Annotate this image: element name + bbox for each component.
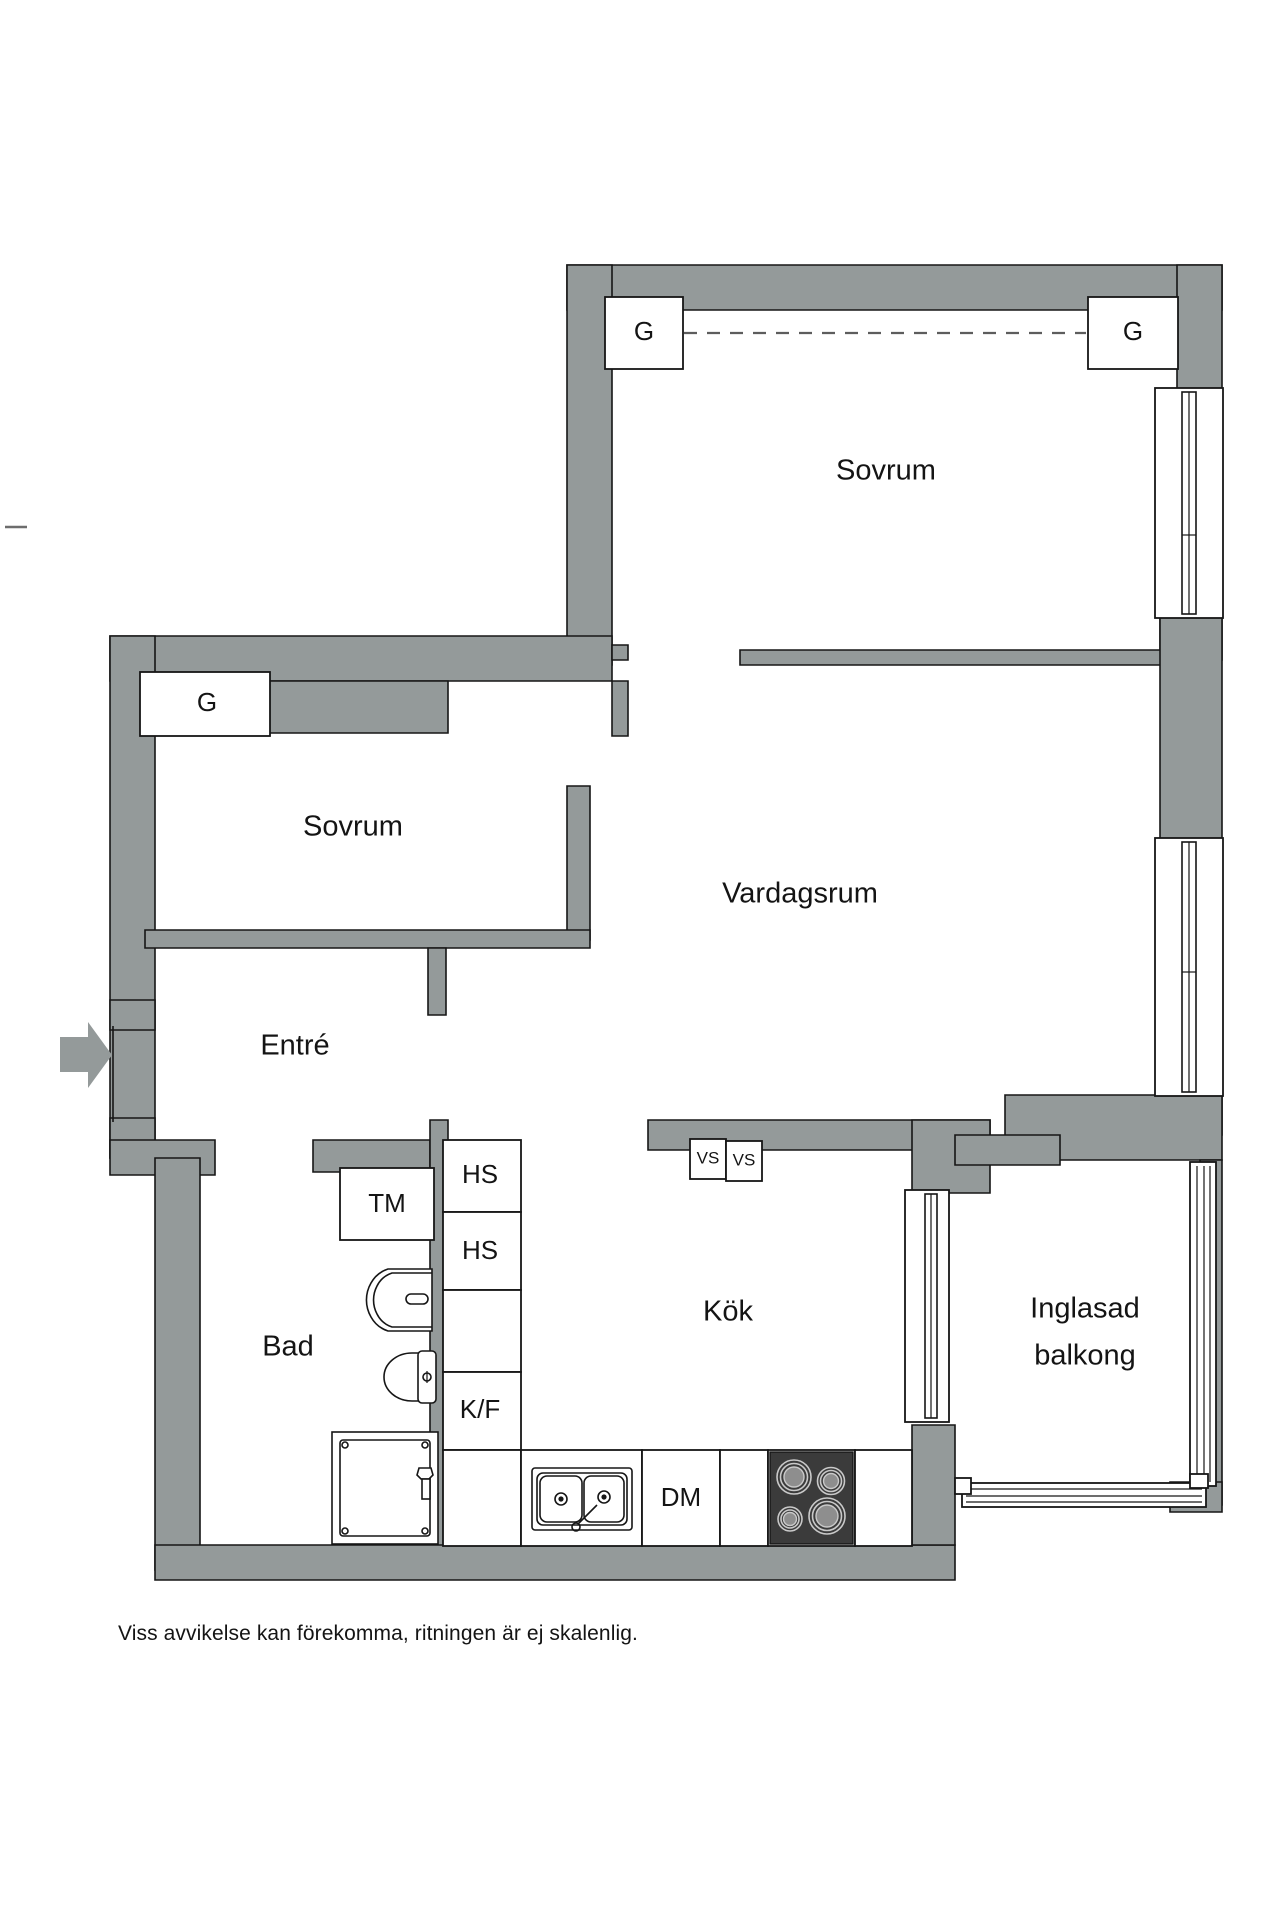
label-washing-machine: TM [368,1188,406,1218]
cabinet-blank-2 [442,1449,522,1547]
sink-icon [365,1268,433,1332]
drawing-disclaimer: Viss avvikelse kan förekomma, ritningen … [118,1622,638,1645]
room-label-bad: Bad [262,1331,314,1363]
wall-top-bedroom-east-upper [1176,264,1223,391]
bathroom-fixtures [331,1268,439,1545]
label-shelf-upper: HS [462,1159,498,1189]
room-label-vardagsrum: Vardagsrum [722,878,878,910]
vent-box-2 [725,1140,763,1182]
faucet-icon [405,1293,429,1305]
wall-bath-west [154,1157,201,1571]
wall-entry-top-nub [109,999,156,1031]
stove-icon [769,1451,854,1545]
room-label-entre: Entré [260,1030,329,1062]
wardrobe-box-top-left [604,296,684,370]
label-wardrobe-top-right: G [1123,316,1143,346]
window-bedroom-east [1154,387,1224,619]
room-label-sovrum-top: Sovrum [836,455,936,487]
wall-south-exterior [154,1544,956,1581]
balcony-glazing [954,1161,1217,1508]
entry-door-arrow [60,1022,114,1122]
wall-kitchen-east-lower [911,1424,956,1546]
label-fridge-freezer: K/F [460,1394,500,1424]
cabinet-blank-1 [442,1289,522,1373]
wall-balcony-north-step [954,1134,1061,1166]
label-layer: Sovrum Sovrum Vardagsrum Entré Bad Kök I… [197,316,1143,1512]
room-label-balkong-line2: balkong [1034,1340,1136,1372]
wall-left-bedroom-south-stub [427,947,447,1016]
room-label-sovrum-left: Sovrum [303,811,403,843]
kitchen-cabinet-column [442,1139,522,1547]
window-living-east [1154,837,1224,1097]
wall-left-bedroom-south [144,929,591,949]
window-kitchen-east [904,1189,950,1423]
label-ventilation-1: VS [697,1148,720,1167]
label-wardrobe-top-left: G [634,316,654,346]
wardrobe-box-left-bedroom [139,671,271,737]
counter-blank [719,1449,769,1547]
kitchen-sink-icon [531,1467,633,1532]
label-wardrobe-bedroom-left: G [197,687,217,717]
shower-cabin-icon [331,1431,439,1545]
wall-left-bedroom-east [566,785,591,941]
wall-east-exterior-upper [1159,614,1223,841]
wall-bedroom-corner-nub [611,644,629,661]
label-dishwasher: DM [661,1482,701,1512]
wall-bedroom-corner-stub [611,680,629,737]
wall-closet-backing [264,680,449,734]
balcony-glazing-east [1189,1161,1217,1487]
room-label-kok: Kök [703,1296,753,1328]
vent-box-1 [689,1138,727,1180]
tag-box-layer [139,296,1179,737]
label-ventilation-2: VS [733,1150,756,1169]
kitchen-counter [520,1449,913,1547]
wall-layer [109,264,1223,1581]
wardrobe-box-top-right [1087,296,1179,370]
counter-blank-2 [854,1449,913,1547]
balcony-glazing-south [961,1482,1207,1508]
wall-bedroom-living-divider [739,649,1178,666]
vent-boxes [689,1138,763,1182]
room-label-balkong-line1: Inglasad [1030,1293,1140,1325]
window-layer [904,387,1224,1423]
label-shelf-lower: HS [462,1235,498,1265]
washing-machine-box [339,1167,435,1241]
toilet-icon [383,1350,437,1404]
